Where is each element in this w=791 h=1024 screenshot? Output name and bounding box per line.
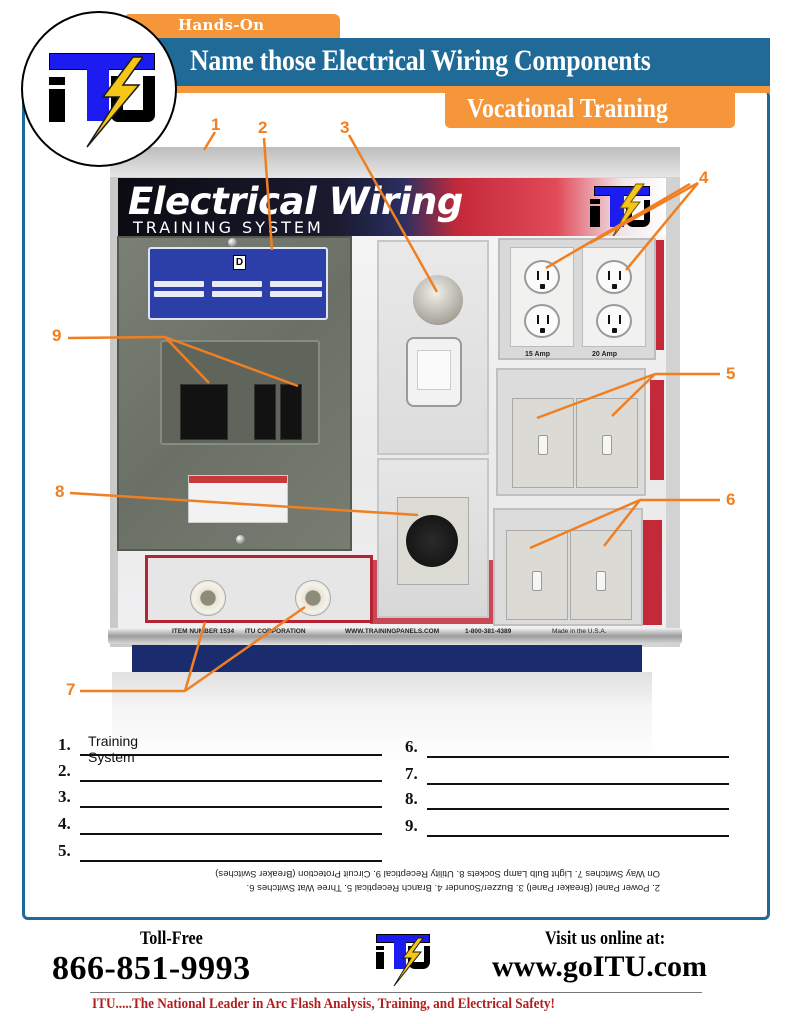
footer-divider (90, 992, 702, 993)
buzzer-cover (417, 350, 451, 390)
item-number: 6. (405, 737, 418, 756)
utility-receptacle (406, 515, 458, 567)
lightning-bolt-icon (86, 56, 143, 148)
made-in-text: Made in the U.S.A. (552, 628, 607, 635)
answer-line[interactable] (427, 756, 729, 758)
item-number: 2. (58, 761, 71, 780)
lightning-bolt-icon (393, 937, 424, 987)
title-bar (110, 38, 770, 86)
panel-base (132, 645, 642, 673)
website-link[interactable]: www.goITU.com (492, 950, 707, 983)
item-number: 7. (405, 764, 418, 783)
item-number: 3. (58, 787, 71, 806)
hands-on-label: Hands-On (178, 16, 265, 34)
branch-receptacle-15a (510, 247, 574, 347)
callout-1: 1 (211, 115, 221, 134)
page-title: Name those Electrical Wiring Components (190, 44, 651, 77)
screw-icon (236, 535, 245, 544)
item-number-text: ITEM NUMBER 1534 (172, 628, 235, 635)
lamp-socket-tray (145, 555, 373, 623)
flag-stripe (650, 380, 664, 480)
panel-banner-title: Electrical Wiring (128, 180, 463, 223)
vocational-training-tab: Vocational Training (445, 91, 735, 128)
branch-receptacle-20a (582, 247, 646, 347)
receptacle-label: 20 Amp (592, 351, 618, 358)
square-d-logo: D (233, 255, 246, 270)
item-number: 4. (58, 814, 71, 833)
circuit-breaker (180, 384, 228, 440)
answer-line[interactable] (80, 780, 382, 782)
callout-3: 3 (340, 118, 350, 137)
circuit-breaker (280, 384, 302, 440)
item-number: 9. (405, 816, 418, 835)
answer-line[interactable] (80, 833, 382, 835)
single-pole-switch (570, 530, 632, 620)
breaker-panel-label: D (148, 247, 328, 320)
caution-label (188, 475, 288, 523)
title-bar-accent (110, 86, 770, 93)
item-number: 1. (58, 735, 71, 754)
panel-banner-subtitle: TRAINING SYSTEM (133, 218, 324, 237)
callout-2: 2 (258, 118, 268, 137)
upside-down-answer-key: 2. Power Panel (Breaker Panel) 3. Buzzer… (160, 866, 660, 894)
callout-9: 9 (52, 326, 62, 345)
answer-text[interactable]: Training System (88, 733, 139, 765)
footer-tagline: ITU.....The National Leader in Arc Flash… (92, 996, 555, 1012)
page-frame (22, 90, 770, 920)
toll-free-label: Toll-Free (140, 928, 203, 949)
panel-shelf (112, 672, 652, 762)
answer-line[interactable] (80, 754, 382, 756)
corp-text: ITU CORPORATION (245, 628, 306, 635)
item-number: 8. (405, 789, 418, 808)
visit-online-label: Visit us online at: (545, 928, 666, 949)
subtitle: Vocational Training (467, 93, 668, 123)
screw-icon (228, 238, 237, 247)
answer-line[interactable] (80, 806, 382, 808)
phone-number[interactable]: 866-851-9993 (52, 950, 251, 987)
answer-key-line-1: 2. Power Panel (Breaker Panel) 3. Buzzer… (246, 882, 660, 893)
hands-on-tab: Hands-On (125, 14, 340, 40)
item-number: 5. (58, 841, 71, 860)
three-way-switch (512, 398, 574, 488)
itu-logo (45, 53, 155, 148)
lamp-socket (190, 580, 226, 616)
three-way-switch (576, 398, 638, 488)
receptacle-label: 15 Amp (525, 351, 551, 358)
single-pole-switch (506, 530, 568, 620)
answer-line[interactable] (427, 835, 729, 837)
lamp-socket (295, 580, 331, 616)
answer-line[interactable] (427, 808, 729, 810)
answer-key-line-2: On Way Switches 7. Light Bulb Lamp Socke… (215, 868, 660, 879)
callout-6: 6 (726, 490, 736, 509)
panel-top-edge (110, 147, 680, 177)
callout-7: 7 (66, 680, 76, 699)
phone-text: 1-800-381-4389 (465, 628, 512, 635)
circuit-breaker (254, 384, 276, 440)
callout-4: 4 (699, 168, 709, 187)
footer-itu-logo (374, 934, 432, 988)
banner-itu-logo (588, 183, 654, 239)
itu-logo-badge (21, 11, 177, 167)
answer-line[interactable] (427, 783, 729, 785)
flag-stripe (640, 520, 662, 625)
callout-5: 5 (726, 364, 736, 383)
answer-line[interactable] (80, 860, 382, 862)
callout-8: 8 (55, 482, 65, 501)
bell-icon (413, 275, 463, 325)
website-text: WWW.TRAININGPANELS.COM (345, 628, 440, 635)
